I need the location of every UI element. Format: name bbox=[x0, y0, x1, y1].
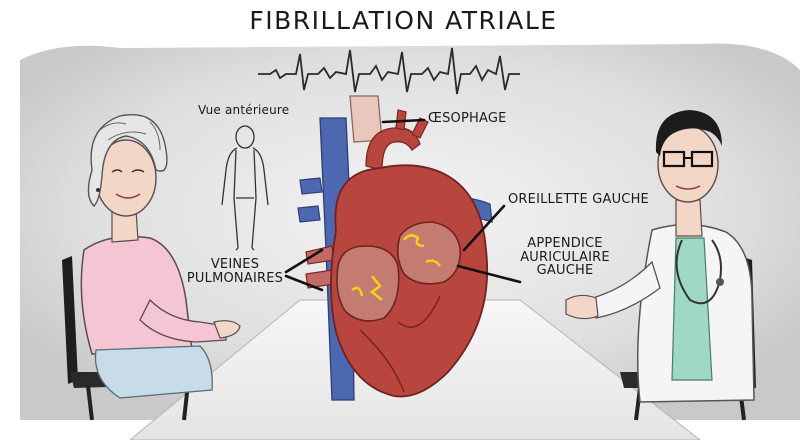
label-left-atrial-appendage: APPENDICE AURICULAIRE GAUCHE bbox=[520, 237, 610, 278]
label-anterior-view: Vue antérieure bbox=[198, 104, 289, 117]
left-atrium-chamber bbox=[398, 222, 460, 284]
label-left-atrium: OREILLETTE GAUCHE bbox=[508, 193, 649, 207]
label-esophagus: ŒSOPHAGE bbox=[428, 112, 507, 126]
label-line: GAUCHE bbox=[520, 264, 610, 278]
diagram-title: FIBRILLATION ATRIALE bbox=[0, 8, 807, 34]
label-line: VEINES bbox=[176, 258, 294, 272]
label-line: PULMONAIRES bbox=[176, 272, 294, 286]
label-line: APPENDICE bbox=[520, 237, 610, 251]
label-pulmonary-veins: VEINES PULMONAIRES bbox=[176, 258, 294, 285]
label-line: AURICULAIRE bbox=[520, 251, 610, 265]
right-atrium-chamber bbox=[337, 246, 399, 321]
